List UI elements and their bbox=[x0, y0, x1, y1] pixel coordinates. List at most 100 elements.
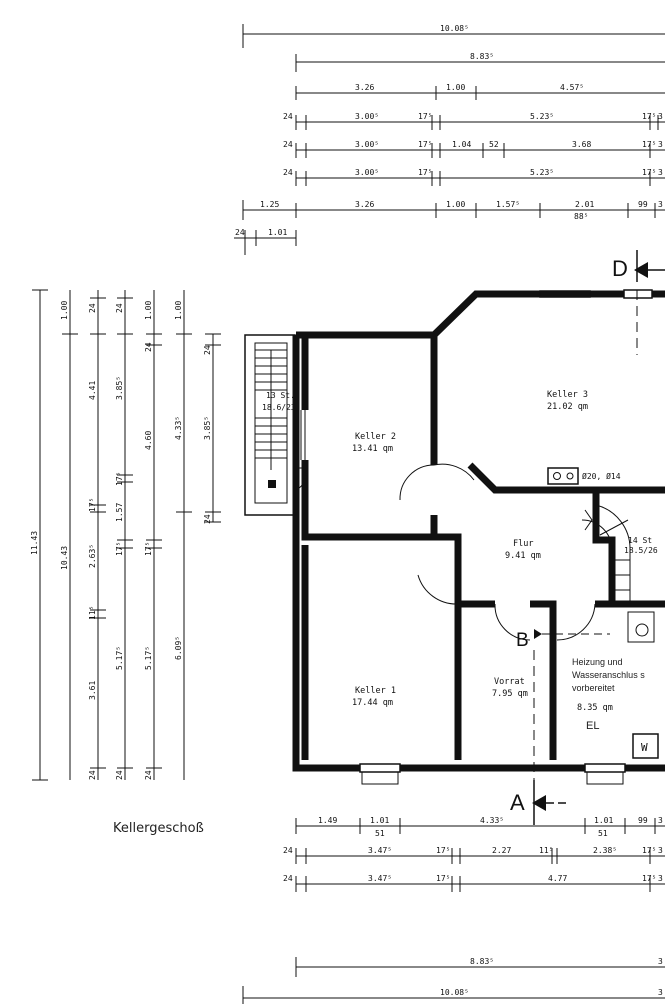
dim-top-r1-0: 10.08⁵ bbox=[440, 24, 469, 33]
dim-top-r4-3: 5.23⁵ bbox=[530, 112, 554, 121]
dim-left-c7-1: 3.85⁵ bbox=[203, 416, 212, 440]
washer-label: W bbox=[641, 741, 648, 754]
keller3-area: 21.02 qm bbox=[547, 402, 588, 412]
dim-bottom-r5-0: 10.08⁵ bbox=[440, 988, 469, 997]
dim-left-c5-2: 4.60 bbox=[144, 431, 153, 450]
right-stair-steps: 14 St bbox=[628, 536, 652, 545]
dim-top-r3-1: 1.00 bbox=[446, 83, 465, 92]
dim-left-c4-2: 17⁵ bbox=[115, 472, 124, 486]
dim-left-c1-0: 11.43 bbox=[30, 531, 39, 555]
section-b-arrow-icon bbox=[534, 629, 542, 639]
dim-left-c4-5: 5.17⁵ bbox=[115, 646, 124, 670]
dim-bottom-r2-1: 3.47⁵ bbox=[368, 846, 392, 855]
dim-bottom-r3-3: 4.77 bbox=[548, 874, 567, 883]
chimney-flue-icon bbox=[553, 472, 561, 480]
flur-name: Flur bbox=[513, 539, 533, 549]
dim-top-r4-4: 17⁵ bbox=[642, 112, 656, 121]
dim-left-c4-3: 1.57 bbox=[115, 503, 124, 522]
keller3-name: Keller 3 bbox=[547, 390, 588, 400]
walls bbox=[292, 290, 665, 772]
heizung-note-2: Wasseranschlus s bbox=[572, 670, 645, 680]
dim-top-r6-0: 24 bbox=[283, 168, 293, 177]
bottom-dimensions: 1.49 1.01 51 4.33⁵ 1.01 51 99 3 24 3.47⁵… bbox=[242, 816, 665, 1004]
heating-fixtures: W bbox=[627, 611, 659, 759]
right-stair-ratio: 18.5/26 bbox=[624, 546, 658, 555]
heizung-note-1: Heizung und bbox=[572, 657, 623, 667]
dim-bottom-r2-2: 17⁵ bbox=[436, 846, 450, 855]
dim-left-c5-4: 5.17⁵ bbox=[144, 646, 153, 670]
dim-top-r4-5: 3 bbox=[658, 112, 663, 121]
dim-top-r5-0: 24 bbox=[283, 140, 293, 149]
dim-top-r6-5: 3 bbox=[658, 168, 663, 177]
boiler-icon bbox=[635, 623, 649, 637]
dim-bottom-r2-7: 3 bbox=[658, 846, 663, 855]
keller2-area: 13.41 qm bbox=[352, 444, 393, 454]
dim-top-r7-5: 99 bbox=[638, 200, 648, 209]
section-d-arrow-icon bbox=[634, 262, 648, 278]
dim-top-r7-3: 1.57⁵ bbox=[496, 200, 520, 209]
left-stair-ratio: 18.6/23 bbox=[262, 403, 296, 412]
dim-left-c6-0: 1.00 bbox=[174, 301, 183, 320]
dim-bottom-r1-7: 3 bbox=[658, 816, 663, 825]
section-d-label: D bbox=[612, 256, 628, 281]
dim-top-r5-6: 17⁵ bbox=[642, 140, 656, 149]
dim-bottom-r2-6: 17⁵ bbox=[642, 846, 656, 855]
dim-bottom-r4-0: 8.83⁵ bbox=[470, 957, 494, 966]
dim-left-c6-1: 4.33⁵ bbox=[174, 416, 183, 440]
dim-left-c3-0: 24 bbox=[88, 303, 97, 313]
dim-bottom-r3-2: 17⁵ bbox=[436, 874, 450, 883]
dim-top-r7-0: 1.25 bbox=[260, 200, 279, 209]
windows bbox=[359, 289, 653, 785]
dim-left-c3-1: 4.41 bbox=[88, 381, 97, 400]
dim-top-r7-1: 3.26 bbox=[355, 200, 374, 209]
dim-bottom-r4-1: 3 bbox=[658, 957, 663, 966]
keller1-area: 17.44 qm bbox=[352, 698, 393, 708]
page-title: Kellergeschoß bbox=[113, 821, 204, 836]
dim-left-c2-1: 10.43 bbox=[60, 546, 69, 570]
vorrat-name: Vorrat bbox=[494, 677, 525, 687]
chimney: Ø20, Ø14 bbox=[547, 467, 621, 485]
left-stair-steps: 13 St. bbox=[266, 391, 295, 400]
dim-top-r5-1: 3.00⁵ bbox=[355, 140, 379, 149]
dim-bottom-r3-1: 3.47⁵ bbox=[368, 874, 392, 883]
dim-bottom-r2-3: 2.27 bbox=[492, 846, 511, 855]
dim-top-r5-4: 52 bbox=[489, 140, 499, 149]
dim-top-r8-1: 1.01 bbox=[268, 228, 287, 237]
section-markers: D A B bbox=[510, 250, 665, 825]
dim-left-c5-0: 1.00 bbox=[144, 301, 153, 320]
section-a-arrow-icon bbox=[532, 795, 546, 811]
heizung-el: EL bbox=[586, 720, 599, 732]
section-b-label: B bbox=[516, 630, 529, 651]
dim-top-r7-6: 3 bbox=[658, 200, 663, 209]
dim-left-c4-1: 3.85⁵ bbox=[115, 376, 124, 400]
left-dimensions: 11.43 1.00 10.43 24 4.41 17⁵ 2.63⁵ 11⁵ 3… bbox=[30, 289, 221, 781]
dim-bottom-r1-6: 99 bbox=[638, 816, 648, 825]
heizung-note-3: vorbereitet bbox=[572, 683, 615, 693]
section-a-label: A bbox=[510, 790, 525, 815]
left-staircase: 13 St. 18.6/23 bbox=[244, 334, 296, 516]
dim-bottom-r3-5: 3 bbox=[658, 874, 663, 883]
dim-top-r3-2: 4.57⁵ bbox=[560, 83, 584, 92]
dim-left-c5-5: 24 bbox=[144, 770, 153, 780]
dim-top-r4-2: 17⁵ bbox=[418, 112, 432, 121]
dim-top-r4-1: 3.00⁵ bbox=[355, 112, 379, 121]
pillar-marker bbox=[268, 480, 276, 488]
dim-top-r6-4: 17⁵ bbox=[642, 168, 656, 177]
dim-top-r6-3: 5.23⁵ bbox=[530, 168, 554, 177]
flur-area: 9.41 qm bbox=[505, 551, 541, 561]
dim-bottom-r3-4: 17⁵ bbox=[642, 874, 656, 883]
dim-left-c3-5: 3.61 bbox=[88, 681, 97, 700]
dim-top-r7-2: 1.00 bbox=[446, 200, 465, 209]
dim-top-r3-0: 3.26 bbox=[355, 83, 374, 92]
dim-left-c3-6: 24 bbox=[88, 770, 97, 780]
dim-bottom-r5-1: 3 bbox=[658, 988, 663, 997]
doors bbox=[295, 410, 596, 641]
dim-left-c6-2: 6.09⁵ bbox=[174, 636, 183, 660]
dim-top-r5-5: 3.68 bbox=[572, 140, 591, 149]
washer-box bbox=[632, 733, 659, 759]
dim-top-r7-7: 88⁵ bbox=[574, 212, 588, 221]
vorrat-area: 7.95 qm bbox=[492, 689, 528, 699]
dim-left-c3-4: 11⁵ bbox=[88, 606, 97, 620]
chimney-label: Ø20, Ø14 bbox=[582, 471, 621, 481]
